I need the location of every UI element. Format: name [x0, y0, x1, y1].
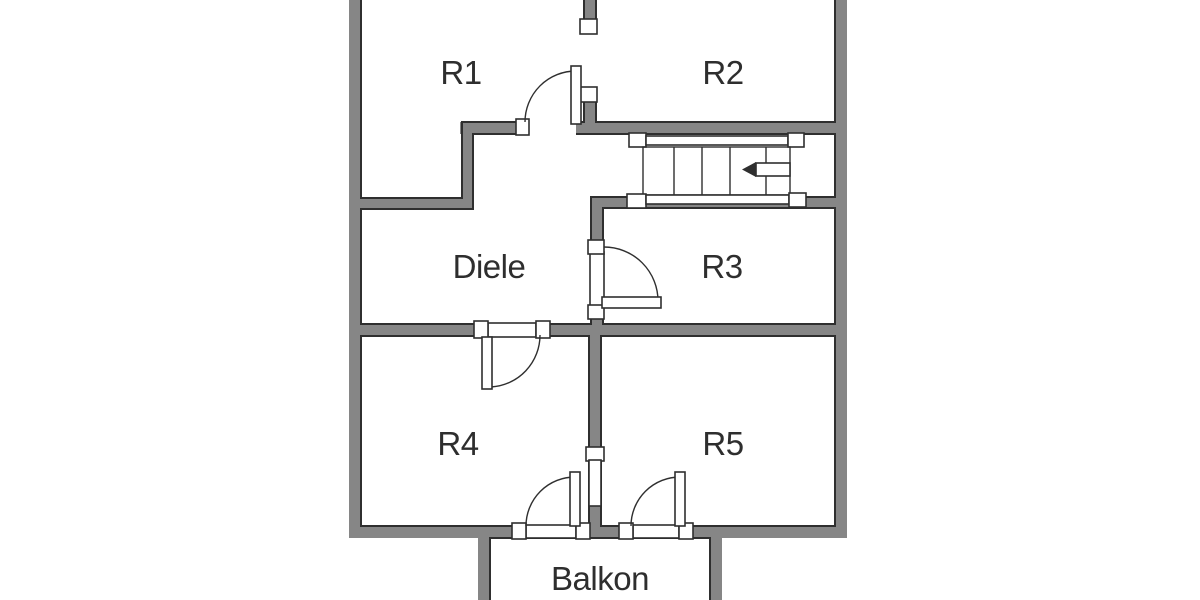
- r1-door-opening: [527, 118, 576, 136]
- door-jamb: [535, 320, 551, 339]
- room-outline-diele: [360, 133, 836, 325]
- door-threshold: [588, 459, 602, 507]
- stairs-arrow-shaft: [755, 162, 791, 177]
- door-swing-arc: [525, 476, 576, 527]
- door-diele-r4: [473, 320, 551, 390]
- door-diele-r3: [587, 239, 662, 320]
- balcony-right-wall: [710, 538, 722, 600]
- door-jamb: [579, 86, 598, 103]
- room-label-r3: R3: [701, 248, 742, 285]
- door-swing-arc: [630, 476, 681, 527]
- passage-r1-r2: [579, 18, 598, 103]
- door-r4-balcony: [511, 471, 591, 540]
- door-r5-balcony: [618, 471, 694, 540]
- stairs-direction-arrow-icon: [742, 162, 756, 177]
- room-label-diele: Diele: [453, 248, 526, 285]
- stair-rail-cap: [787, 132, 805, 148]
- door-leaf: [601, 296, 662, 309]
- door-swing-arc: [603, 246, 659, 302]
- door-jamb: [511, 522, 527, 540]
- r1-r2-opening: [581, 33, 599, 88]
- room-label-r1: R1: [440, 54, 481, 91]
- door-jamb: [587, 239, 605, 255]
- stair-rail-cap: [626, 193, 647, 209]
- r1-left-bottom-wall: [349, 198, 473, 209]
- door-leaf: [570, 65, 582, 125]
- door-leaf: [674, 471, 686, 527]
- doors: [473, 18, 694, 540]
- room-label-r2: R2: [702, 54, 743, 91]
- r1-bottom-wall: [460, 122, 528, 134]
- door-swing-arc: [490, 334, 541, 388]
- room-outline-balkon: [489, 537, 711, 600]
- left-outer-wall: [349, 0, 361, 538]
- door-jamb: [585, 446, 605, 462]
- door-jamb: [473, 320, 489, 339]
- stair-rail-cap: [628, 132, 647, 148]
- door-jamb: [575, 522, 591, 540]
- room-label-balkon: Balkon: [551, 560, 649, 597]
- door-jamb: [515, 118, 530, 136]
- opening-r4-r5: [585, 446, 605, 507]
- room-label-r5: R5: [702, 425, 743, 462]
- door-leaf: [569, 471, 581, 527]
- room-label-r4: R4: [437, 425, 478, 462]
- staircase: [626, 132, 807, 209]
- r1-step-wall: [462, 122, 473, 209]
- door-jamb: [618, 522, 634, 540]
- stair-top-rail: [645, 135, 789, 146]
- stair-bottom-rail: [645, 194, 790, 205]
- right-outer-wall: [835, 0, 847, 538]
- door-jamb: [587, 304, 605, 320]
- door-swing-arc: [524, 70, 577, 123]
- door-jamb: [678, 522, 694, 540]
- door-threshold: [632, 524, 680, 539]
- stair-rail-cap: [788, 192, 807, 208]
- door-threshold: [525, 524, 577, 539]
- r2-bottom-wall: [576, 122, 847, 134]
- stair-step-lines: [673, 147, 767, 195]
- door-diele-r1: [515, 65, 582, 136]
- door-jamb: [579, 18, 598, 35]
- balcony-left-wall: [478, 538, 490, 600]
- bottom-outer-wall: [349, 526, 847, 538]
- wall-openings: [527, 33, 599, 136]
- door-threshold: [487, 322, 537, 338]
- door-leaf: [481, 336, 493, 390]
- room-labels: R1 R2 Diele R3 R4 R5 Balkon: [437, 54, 744, 597]
- middle-wall: [349, 324, 847, 336]
